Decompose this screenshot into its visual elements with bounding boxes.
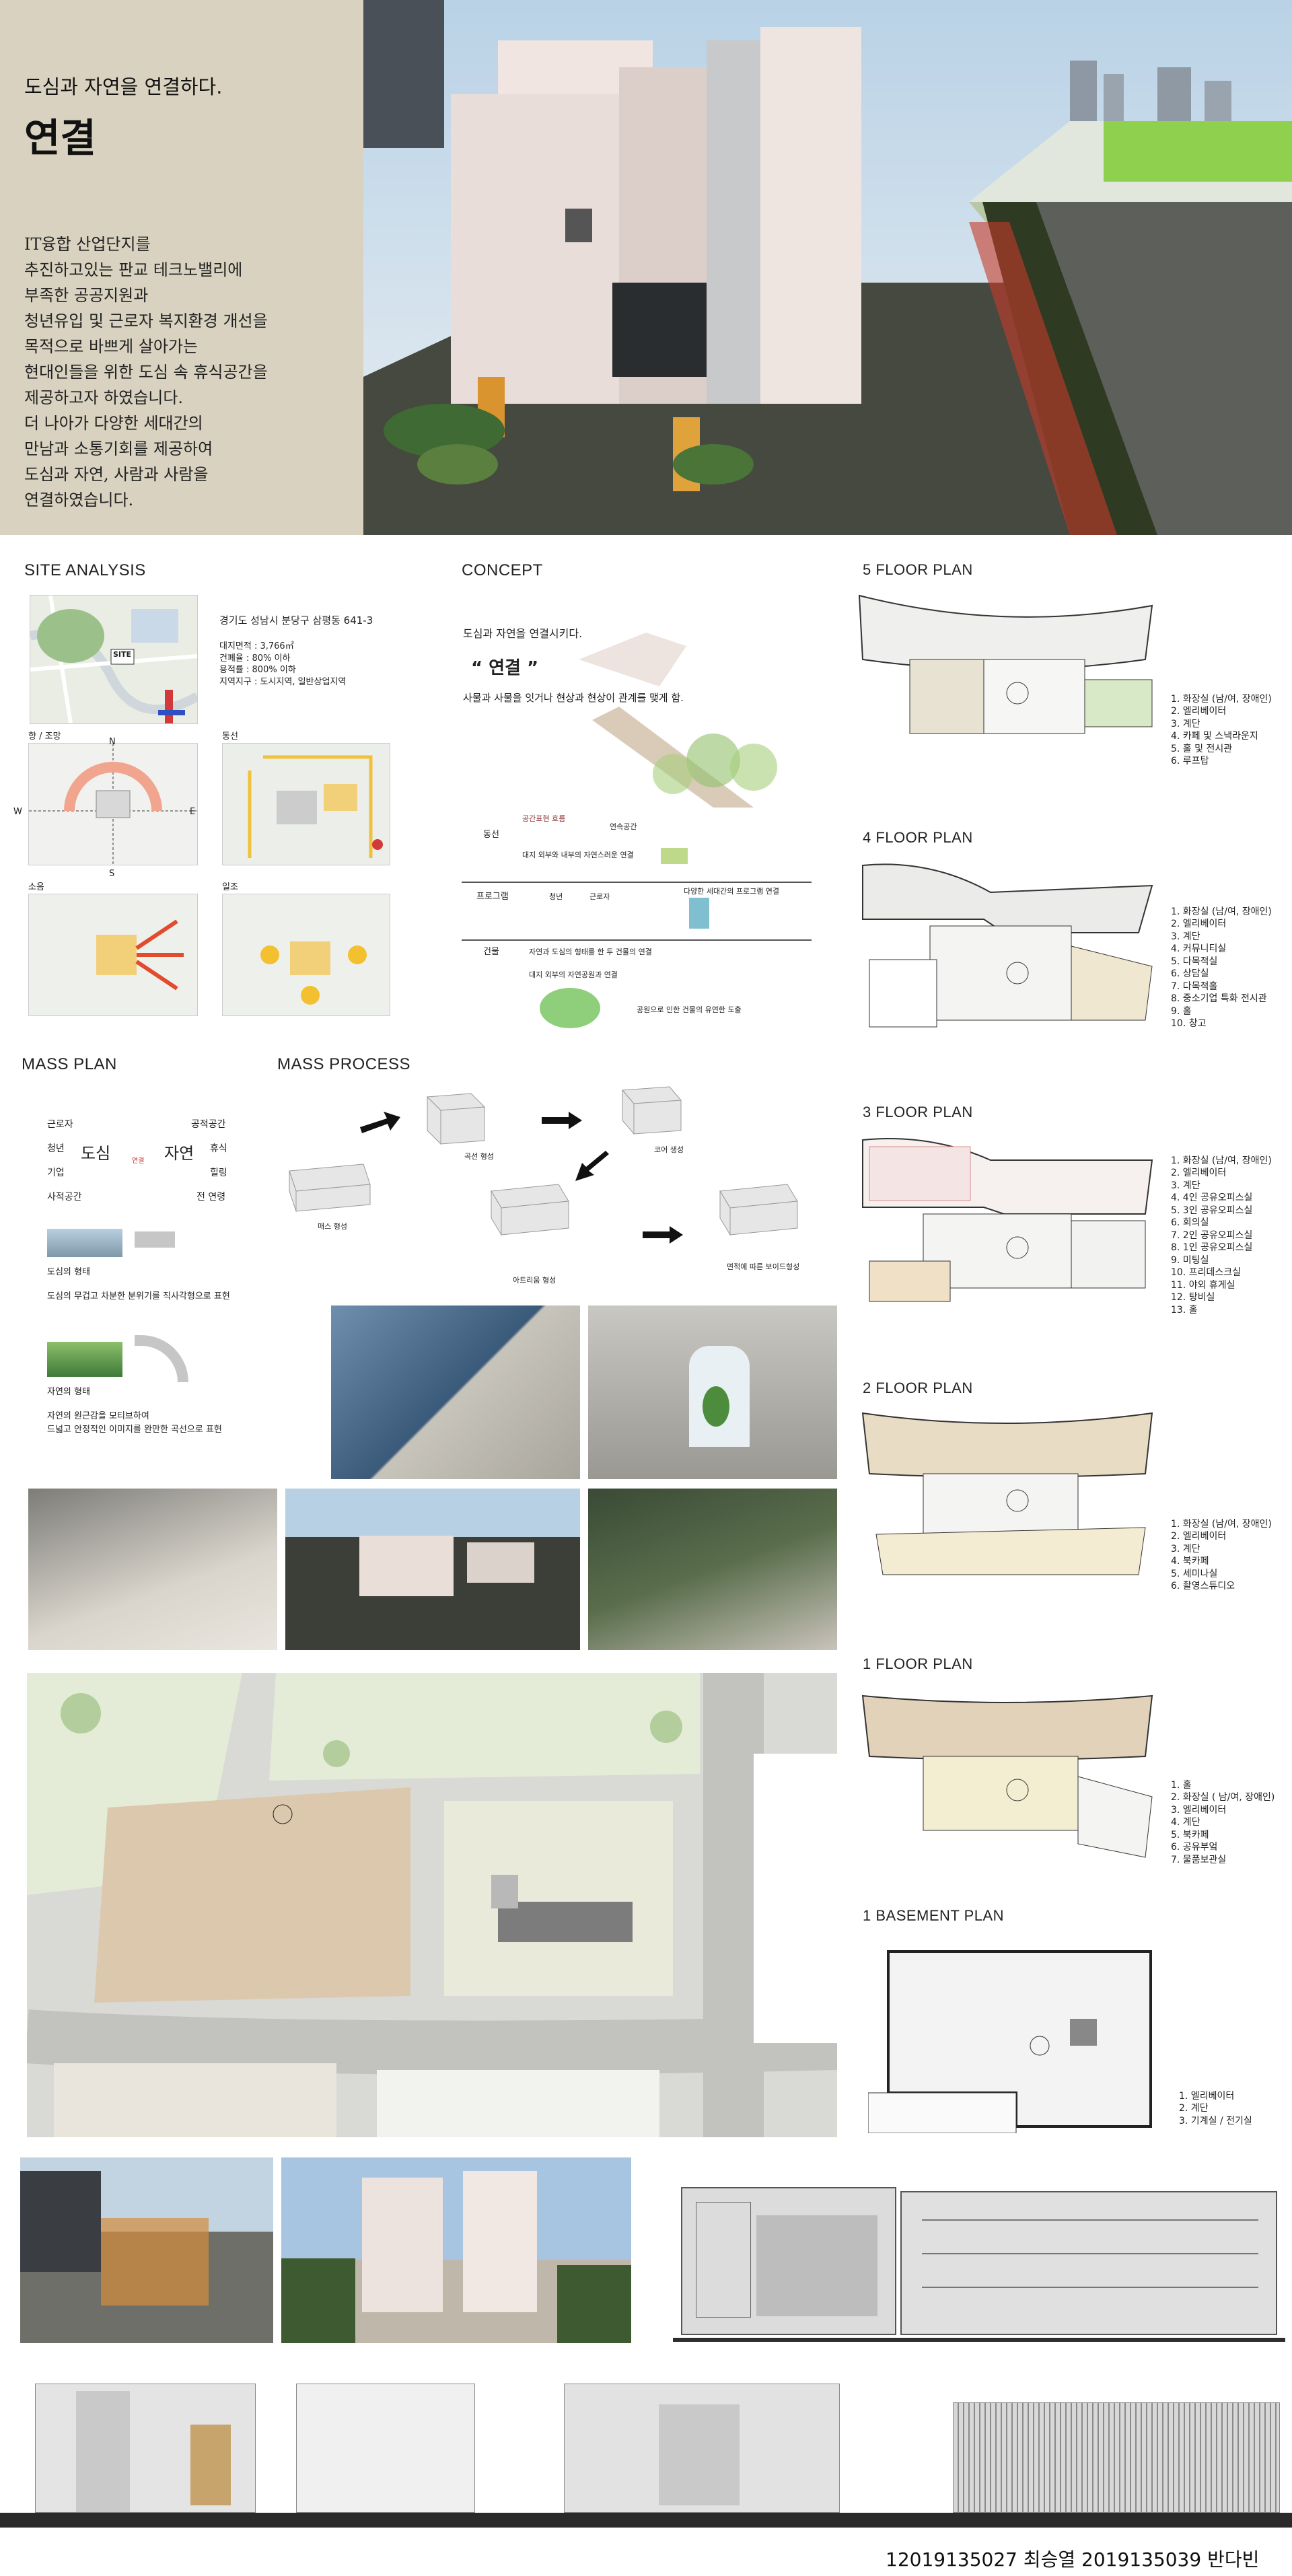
elevation-4: [953, 2402, 1280, 2513]
elevation-3: [564, 2384, 840, 2513]
site-address: 경기도 성남시 분당구 삼평동 641-3: [219, 614, 373, 627]
compass-s: S: [109, 869, 115, 879]
panel-noise: [28, 894, 198, 1016]
render-exterior-left: [20, 2157, 273, 2343]
render-courtyard: [588, 1489, 837, 1650]
floor2-legend: 1. 화장실 (남/여, 장애인) 2. 엘리베이터 3. 계단 4. 북카페 …: [1171, 1519, 1272, 1592]
panel-label-sunlight: 일조: [222, 882, 238, 892]
render-atrium-plants: [588, 1305, 837, 1479]
concept-diagram: 동선 공간표현 흐름 연속공간 대지 외부와 내부의 자연스러운 연결 프로그램…: [462, 808, 818, 1050]
site-plan: [27, 1673, 837, 2137]
mass-step-4: 아트리움 형성: [513, 1276, 557, 1285]
mass-city: 도심: [81, 1144, 111, 1163]
section-1: [681, 2187, 896, 2335]
nature-form-desc-2: 드넓고 안정적인 이미지를 완만한 곡선으로 표현: [47, 1425, 222, 1435]
nature-form-desc-1: 자연의 원근감을 모티브하여: [47, 1411, 149, 1421]
concept-row-label-1: 동선: [483, 830, 499, 840]
floor5-legend: 1. 화장실 (남/여, 장애인) 2. 엘리베이터 3. 계단 4. 카페 및…: [1171, 694, 1272, 767]
floor2-title: 2 FLOOR PLAN: [863, 1380, 973, 1396]
concept-row-label-2: 프로그램: [476, 892, 509, 902]
elevation-1: [35, 2384, 256, 2513]
floor1-legend: 1. 홀 2. 화장실 ( 남/여, 장애인) 3. 엘리베이터 4. 계단 5…: [1171, 1780, 1275, 1865]
panel-sunlight: [222, 894, 390, 1016]
mass-step-3: 코어 생성: [654, 1145, 684, 1154]
mass-step-2: 곡선 형성: [464, 1152, 494, 1161]
mass-step-1: 매스 형성: [318, 1222, 347, 1231]
floor2-plan: [856, 1406, 1156, 1588]
elevation-2: [296, 2384, 475, 2513]
site-facts: 대지면적 : 3,766㎡ 건폐율 : 80% 이하 용적률 : 800% 이하…: [219, 641, 347, 687]
hero-text-panel: [0, 0, 363, 535]
render-atrium-above: [331, 1305, 580, 1479]
compass-w: W: [13, 807, 22, 817]
section-2: [900, 2191, 1277, 2335]
floor1-plan: [856, 1682, 1156, 1871]
floor5-title: 5 FLOOR PLAN: [863, 561, 973, 578]
panel-label-noise: 소음: [28, 882, 44, 892]
floor4-plan: [856, 859, 1156, 1040]
mass-link: 연결: [132, 1157, 145, 1165]
compass-e: E: [190, 807, 196, 817]
floor4-title: 4 FLOOR PLAN: [863, 829, 973, 846]
nature-form-thumb: [47, 1342, 122, 1377]
nature-form-caption: 자연의 형태: [47, 1387, 90, 1397]
mass-step-5: 면적에 따른 보이드형성: [727, 1262, 800, 1271]
panel-circulation: [222, 743, 390, 865]
basement-title: 1 BASEMENT PLAN: [863, 1907, 1005, 1924]
mass-nature: 자연: [164, 1144, 194, 1163]
render-stairs: [28, 1489, 277, 1650]
mass-plan-title: MASS PLAN: [22, 1055, 117, 1073]
hero-rendering: [363, 0, 1292, 535]
floor5-plan: [856, 592, 1156, 760]
concept-title: CONCEPT: [462, 561, 543, 579]
concept-row-label-3: 건물: [483, 947, 499, 957]
panel-label-view: 향 / 조망: [28, 731, 61, 742]
floor1-title: 1 FLOOR PLAN: [863, 1655, 973, 1672]
ground-line-lower: [0, 2513, 1292, 2528]
floor4-legend: 1. 화장실 (남/여, 장애인) 2. 엘리베이터 3. 계단 4. 커뮤니티…: [1171, 906, 1272, 1030]
city-form-desc: 도심의 무겁고 차분한 분위기를 직사각형으로 표현: [47, 1291, 230, 1301]
render-exterior-plaza: [281, 2157, 631, 2343]
concept-line2: 사물과 사물을 잇거나 현상과 현상이 관계를 맺게 함.: [463, 692, 684, 704]
concept-keyword: “ 연결 ”: [471, 658, 539, 678]
basement-legend: 1. 엘리베이터 2. 계단 3. 기계실 / 전기실: [1179, 2091, 1252, 2126]
nature-form-curve: [135, 1335, 188, 1382]
compass-n: N: [109, 737, 116, 747]
concept-line1: 도심과 자연을 연결시키다.: [463, 627, 583, 640]
mass-process-diagram: [269, 1070, 848, 1292]
basement-plan: [867, 1945, 1164, 2134]
site-location-map: [30, 595, 198, 724]
city-form-caption: 도심의 형태: [47, 1267, 90, 1277]
city-form-thumb: [47, 1229, 122, 1257]
hero-body: IT융합 산업단지를 추진하고있는 판교 테크노밸리에 부족한 공공지원과 청년…: [24, 235, 268, 509]
render-roof-aerial: [285, 1489, 580, 1650]
site-map-label: SITE: [113, 650, 132, 659]
ground-line-upper: [673, 2338, 1285, 2342]
panel-view-orientation: [28, 743, 198, 865]
hero-title: 연결: [24, 115, 96, 161]
hero-subtitle: 도심과 자연을 연결하다.: [24, 75, 223, 98]
floor3-title: 3 FLOOR PLAN: [863, 1104, 973, 1120]
city-form-rect: [135, 1231, 175, 1248]
panel-label-circulation: 동선: [222, 731, 238, 742]
credits: 12019135027 최승열 2019135039 반다빈: [886, 2548, 1260, 2571]
concept-illustration: [552, 606, 794, 808]
mass-process-title: MASS PROCESS: [277, 1055, 411, 1073]
floor3-legend: 1. 화장실 (남/여, 장애인) 2. 엘리베이터 3. 계단 4. 4인 공…: [1171, 1155, 1272, 1316]
site-analysis-title: SITE ANALYSIS: [24, 561, 146, 579]
floor3-plan: [856, 1133, 1156, 1315]
